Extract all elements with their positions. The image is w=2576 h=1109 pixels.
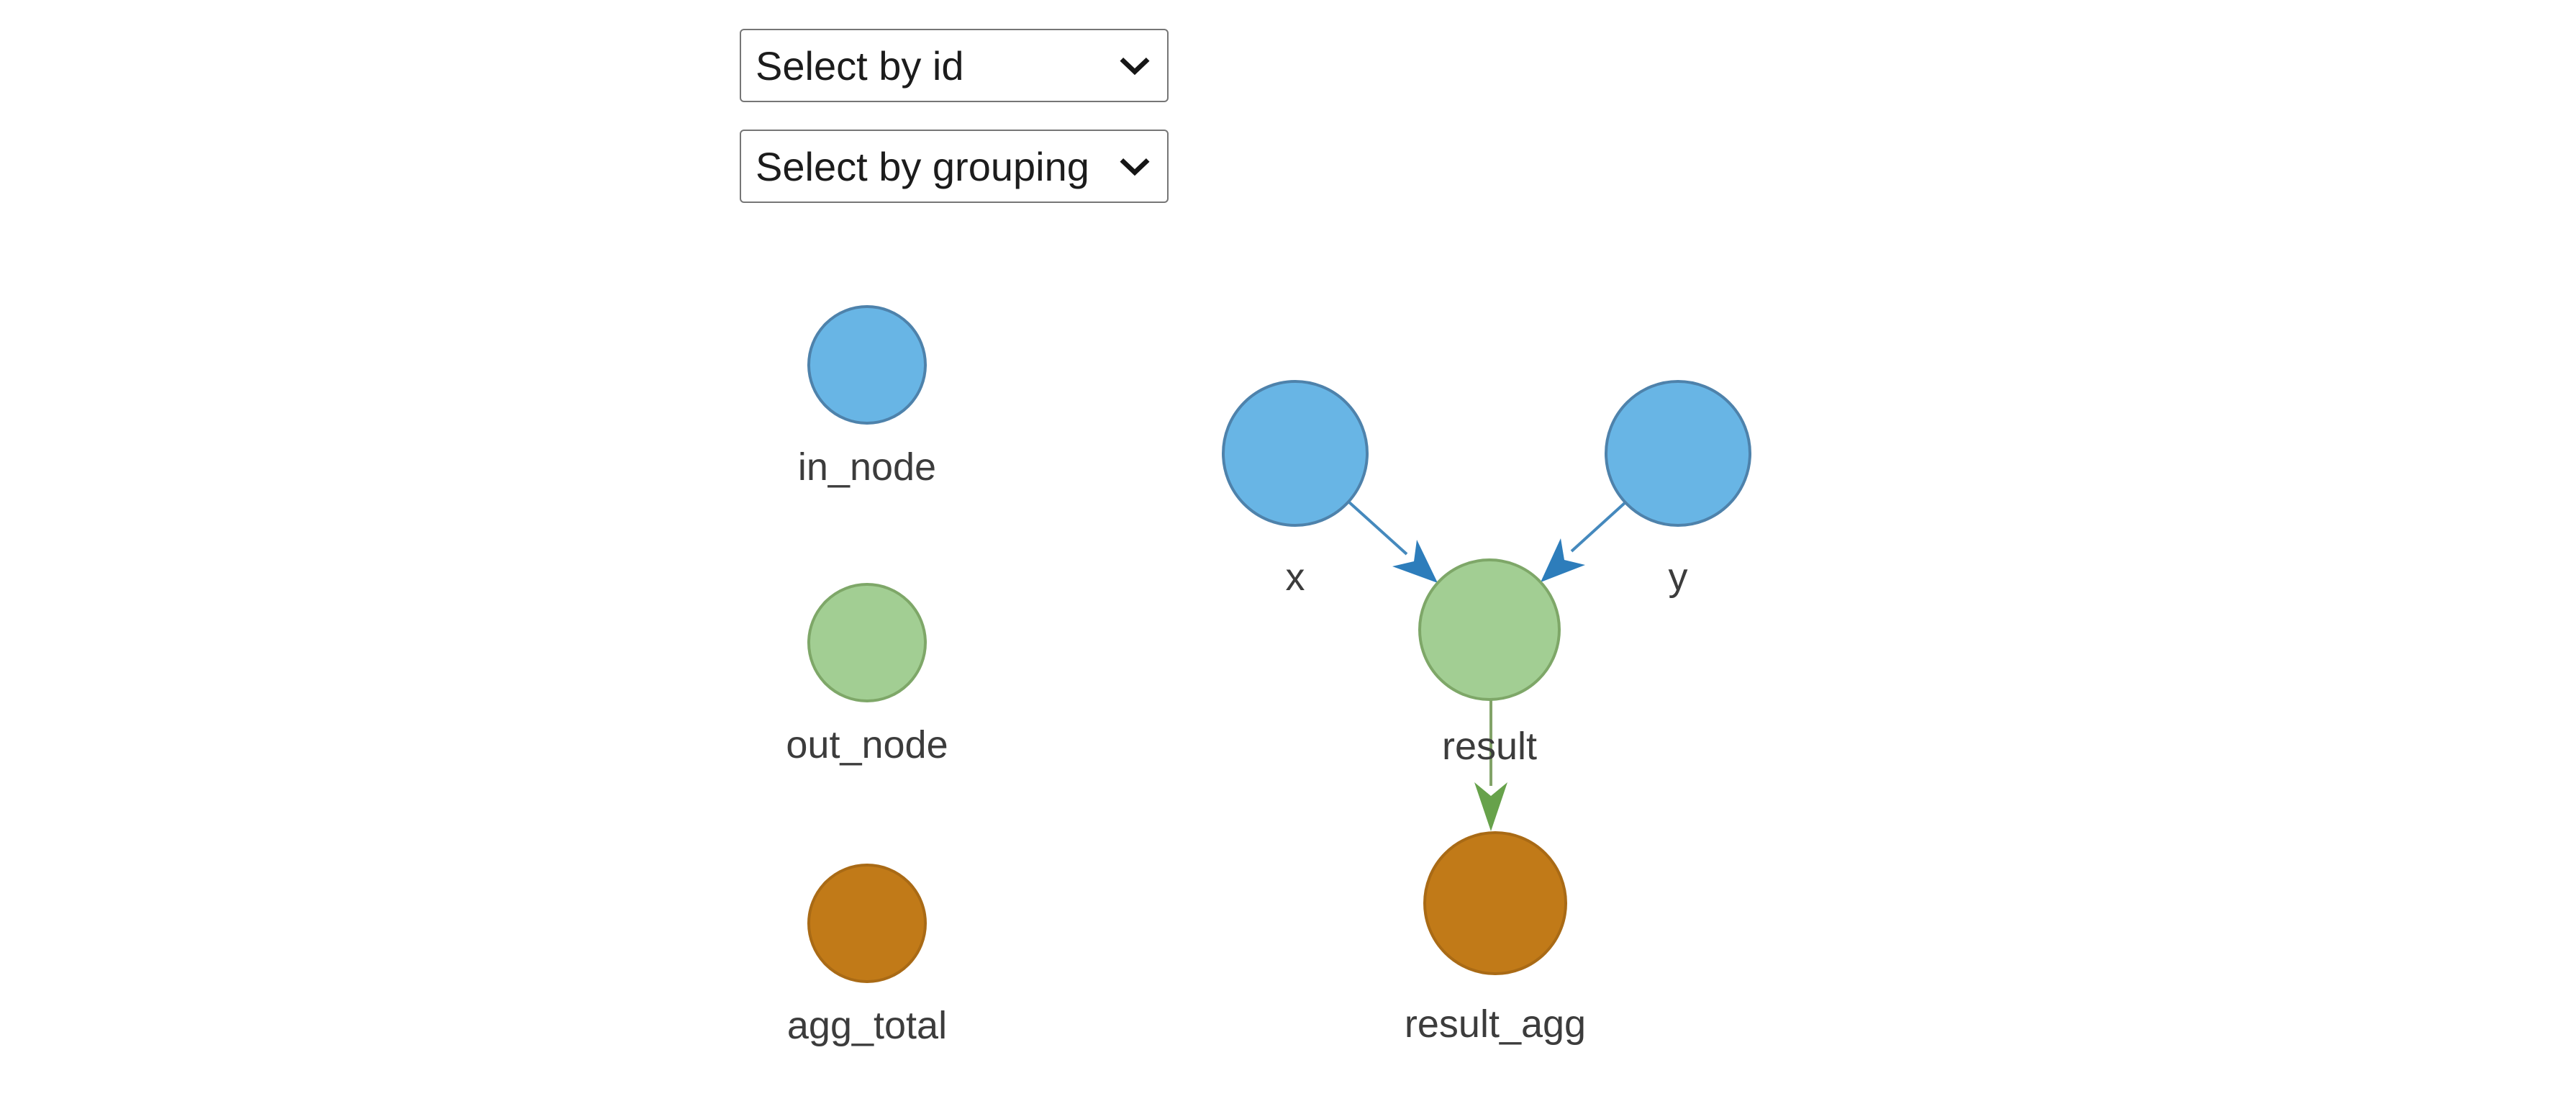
node-result[interactable] [1418, 558, 1561, 701]
node-label-x: x [1286, 556, 1305, 599]
graph-nodes: x y result result_agg [1222, 380, 1751, 1046]
edge-result-resultagg-arrowhead [1474, 782, 1507, 831]
graph-edges [1347, 500, 1627, 831]
node-label-result: result [1442, 725, 1537, 768]
legend-swatch-agg-total [807, 864, 927, 983]
select-by-id-dropdown[interactable]: Select by id [740, 29, 1169, 102]
legend-swatch-in-node [807, 305, 927, 425]
edge-x-result-line [1347, 500, 1408, 556]
select-by-id-wrap: Select by id [740, 29, 1169, 102]
edge-x-result-arrowhead [1392, 540, 1438, 583]
node-x[interactable] [1222, 380, 1369, 527]
node-label-y: y [1669, 556, 1688, 599]
node-result-agg[interactable] [1423, 831, 1567, 975]
legend-label-out-node: out_node [786, 723, 948, 766]
select-by-grouping-wrap: Select by grouping [740, 130, 1169, 203]
edge-y-result-arrowhead [1541, 538, 1585, 582]
legend-label-in-node: in_node [798, 445, 936, 489]
legend: in_node out_node agg_total [786, 305, 948, 1047]
node-label-result-agg: result_agg [1405, 1002, 1586, 1046]
select-by-grouping-dropdown[interactable]: Select by grouping [740, 130, 1169, 203]
edge-y-result-line [1570, 501, 1627, 553]
node-y[interactable] [1605, 380, 1751, 527]
legend-swatch-out-node [807, 583, 927, 702]
legend-label-agg-total: agg_total [787, 1004, 947, 1047]
